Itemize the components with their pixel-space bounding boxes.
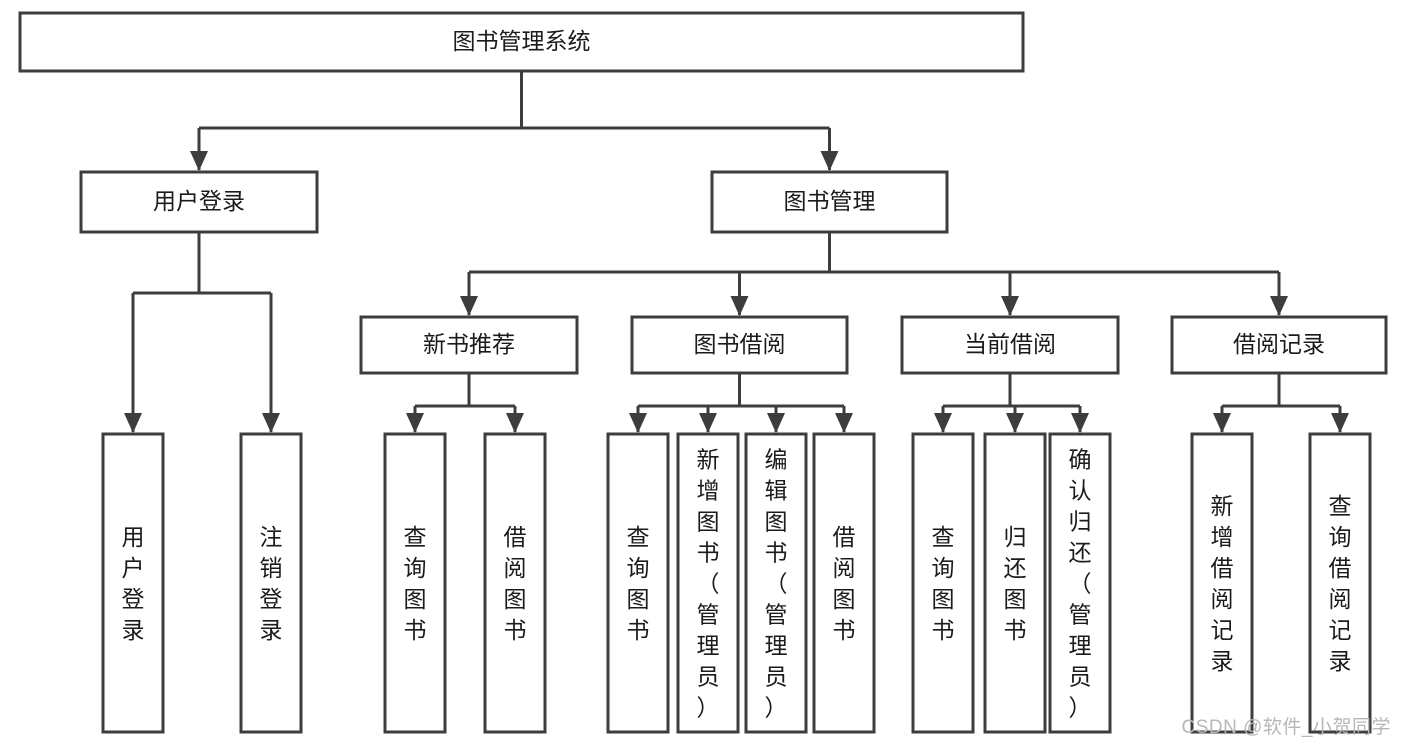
- node-box-leaf-borrow-book-1: [483, 432, 547, 734]
- node-label-leaf-query-book-3: 查询图书: [932, 524, 955, 643]
- node-label-user-login: 用户登录: [153, 188, 245, 214]
- arrow-head-icon: [1071, 413, 1089, 433]
- arrow-head-icon: [460, 296, 478, 316]
- node-box-leaf-add-record: [1190, 432, 1254, 734]
- node-box-book-manage: [710, 170, 949, 234]
- node-box-leaf-query-book-2: [606, 432, 670, 734]
- node-label-leaf-add-record: 新增借阅记录: [1211, 493, 1234, 674]
- arrow-head-icon: [1006, 413, 1024, 433]
- node-box-leaf-add-book: [676, 432, 740, 734]
- node-leaf-borrow-book-1[interactable]: 借阅图书: [483, 432, 547, 734]
- node-leaf-query-book-1[interactable]: 查询图书: [383, 432, 447, 734]
- node-user-login[interactable]: 用户登录: [79, 170, 319, 234]
- node-label-borrow-record: 借阅记录: [1233, 331, 1325, 357]
- arrow-head-icon: [934, 413, 952, 433]
- node-leaf-user-login[interactable]: 用户登录: [101, 432, 165, 734]
- node-label-leaf-query-record: 查询借阅记录: [1329, 493, 1352, 674]
- node-box-new-book-recommend: [359, 315, 579, 375]
- arrow-head-icon: [835, 413, 853, 433]
- node-box-book-borrow: [630, 315, 849, 375]
- arrow-head-icon: [699, 413, 717, 433]
- arrow-head-icon: [124, 413, 142, 433]
- node-borrow-record[interactable]: 借阅记录: [1170, 315, 1388, 375]
- arrow-head-icon: [1331, 413, 1349, 433]
- arrow-head-icon: [262, 413, 280, 433]
- node-leaf-confirm-return[interactable]: 确认归还（管理员）: [1048, 432, 1112, 734]
- node-label-book-borrow: 图书借阅: [694, 331, 786, 357]
- connectors-layer: [124, 71, 1349, 433]
- nodes-layer: 图书管理系统用户登录图书管理新书推荐图书借阅当前借阅借阅记录用户登录注销登录查询…: [18, 11, 1388, 734]
- node-label-leaf-confirm-return: 确认归还（管理员）: [1069, 447, 1092, 721]
- arrow-head-icon: [730, 296, 749, 316]
- node-leaf-edit-book[interactable]: 编辑图书（管理员）: [744, 432, 808, 734]
- node-box-leaf-query-book-3: [911, 432, 975, 734]
- node-leaf-borrow-book-2[interactable]: 借阅图书: [812, 432, 876, 734]
- node-box-current-borrow: [900, 315, 1120, 375]
- node-leaf-add-record[interactable]: 新增借阅记录: [1190, 432, 1254, 734]
- node-box-leaf-query-record: [1308, 432, 1372, 734]
- node-leaf-query-record[interactable]: 查询借阅记录: [1308, 432, 1372, 734]
- node-label-leaf-logout: 注销登录: [260, 524, 283, 643]
- node-label-leaf-edit-book: 编辑图书（管理员）: [765, 447, 788, 721]
- arrow-head-icon: [767, 413, 785, 433]
- node-leaf-logout[interactable]: 注销登录: [239, 432, 303, 734]
- node-box-leaf-logout: [239, 432, 303, 734]
- node-new-book-recommend[interactable]: 新书推荐: [359, 315, 579, 375]
- node-label-leaf-borrow-book-1: 借阅图书: [504, 524, 527, 643]
- node-box-leaf-user-login: [101, 432, 165, 734]
- watermark-text: CSDN @软件_小贺同学: [1181, 717, 1391, 738]
- arrow-head-icon: [1213, 413, 1231, 433]
- node-label-leaf-query-book-2: 查询图书: [627, 524, 650, 643]
- node-box-leaf-confirm-return: [1048, 432, 1112, 734]
- node-book-manage[interactable]: 图书管理: [710, 170, 949, 234]
- node-leaf-query-book-3[interactable]: 查询图书: [911, 432, 975, 734]
- node-leaf-add-book[interactable]: 新增图书（管理员）: [676, 432, 740, 734]
- node-label-current-borrow: 当前借阅: [964, 331, 1056, 357]
- arrow-head-icon: [506, 413, 524, 433]
- arrow-head-icon: [820, 151, 839, 171]
- node-label-book-manage: 图书管理: [784, 188, 876, 214]
- node-box-root: [18, 11, 1025, 73]
- node-label-leaf-query-book-1: 查询图书: [404, 524, 427, 643]
- node-box-leaf-borrow-book-2: [812, 432, 876, 734]
- node-root[interactable]: 图书管理系统: [18, 11, 1025, 73]
- arrow-head-icon: [629, 413, 647, 433]
- node-label-root: 图书管理系统: [453, 28, 591, 54]
- node-leaf-return-book[interactable]: 归还图书: [983, 432, 1047, 734]
- arrow-head-icon: [1001, 296, 1019, 316]
- node-label-leaf-add-book: 新增图书（管理员）: [697, 447, 720, 721]
- arrow-head-icon: [190, 151, 208, 171]
- node-box-leaf-return-book: [983, 432, 1047, 734]
- node-leaf-query-book-2[interactable]: 查询图书: [606, 432, 670, 734]
- arrow-head-icon: [1270, 296, 1288, 316]
- node-box-user-login: [79, 170, 319, 234]
- node-label-leaf-user-login: 用户登录: [122, 524, 145, 643]
- node-label-leaf-return-book: 归还图书: [1004, 524, 1027, 643]
- node-box-leaf-query-book-1: [383, 432, 447, 734]
- node-current-borrow[interactable]: 当前借阅: [900, 315, 1120, 375]
- node-box-borrow-record: [1170, 315, 1388, 375]
- node-label-leaf-borrow-book-2: 借阅图书: [833, 524, 856, 643]
- arrow-head-icon: [406, 413, 424, 433]
- node-book-borrow[interactable]: 图书借阅: [630, 315, 849, 375]
- node-label-new-book-recommend: 新书推荐: [423, 331, 515, 357]
- node-box-leaf-edit-book: [744, 432, 808, 734]
